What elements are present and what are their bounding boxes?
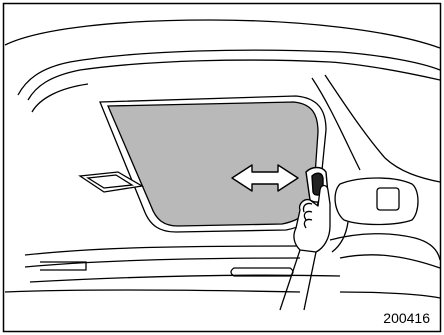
- dome-light: [80, 172, 142, 192]
- figure-code-label: 200416: [383, 311, 430, 325]
- rearview-mirror: [332, 178, 418, 252]
- sunshade-panel: [108, 102, 318, 226]
